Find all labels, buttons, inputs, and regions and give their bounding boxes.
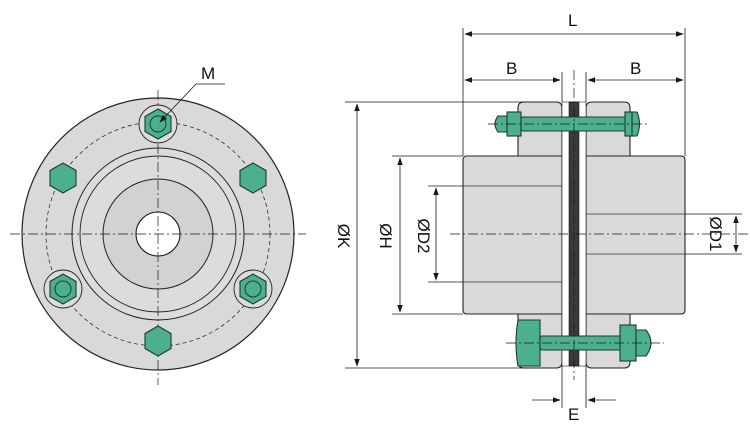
bolt-upper-right	[239, 162, 267, 194]
side-view: L B B ØK ØH ØD2 ØD1 E	[334, 11, 750, 424]
bolt-bottom	[144, 325, 172, 357]
label-m: M	[201, 64, 215, 83]
bolt-top	[138, 104, 178, 144]
front-view: M	[10, 64, 306, 385]
hub-left	[462, 155, 563, 315]
bolt-lower-left	[43, 269, 83, 309]
label-OH: ØH	[376, 223, 395, 249]
bolt-upper-left	[49, 162, 77, 194]
hub-right	[585, 155, 686, 315]
label-E: E	[568, 405, 579, 424]
m-leader-arrow	[159, 83, 197, 123]
label-L: L	[568, 11, 577, 30]
label-OK: ØK	[334, 224, 353, 249]
label-OD1: ØD1	[706, 217, 725, 252]
label-OD2: ØD2	[414, 219, 433, 254]
bolt-lower-right	[233, 269, 273, 309]
label-B-left: B	[506, 59, 517, 78]
label-B-right: B	[630, 59, 641, 78]
